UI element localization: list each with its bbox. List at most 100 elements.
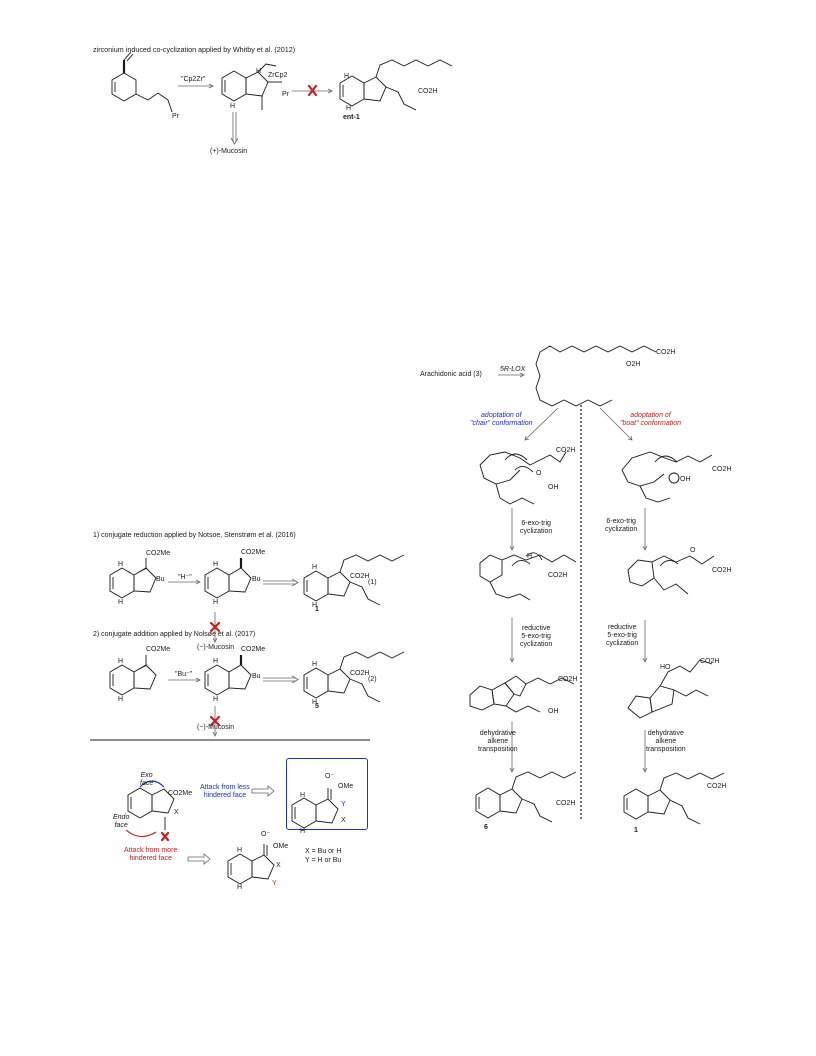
lower-enolate <box>227 844 275 885</box>
notsoe2-arrow-1 <box>168 677 201 683</box>
notsoe1-bu2: Bu <box>252 576 261 583</box>
notsoe2-arrow-2 <box>263 675 299 684</box>
notsoe1-bu1: Bu <box>156 576 165 583</box>
bio-acid: CO2H <box>656 349 676 356</box>
bio-oh3: OH <box>680 476 691 483</box>
whitby-pr2: Pr <box>172 113 179 120</box>
left-acid-3: CO2H <box>558 676 578 683</box>
right-product-1 <box>623 772 725 825</box>
right-acid-2: CO2H <box>712 567 732 574</box>
hydroperoxide-chain <box>535 345 657 407</box>
left-cyclized <box>479 552 577 601</box>
notsoe1-ester2: CO2Me <box>241 549 266 556</box>
left-arrow-1 <box>509 508 515 551</box>
right-cyclized <box>627 555 715 595</box>
notsoe2-product: CO2H <box>350 670 370 677</box>
bio-ooh: O2H <box>626 361 641 368</box>
whitby-blocked-arrow <box>292 84 333 97</box>
whitby-h-ent: H <box>344 73 350 80</box>
right-step3: dehydrative alkene transposition <box>646 730 686 753</box>
notsoe2-title: 2) conjugate addition applied by Nolsøe … <box>93 631 256 638</box>
lower-o: O⁻ <box>261 831 271 838</box>
bio-h: H <box>527 553 533 560</box>
notsoe2-bu: Bu <box>252 673 261 680</box>
open-arrow-bottom <box>187 853 211 865</box>
face-legend-2: Y = H or Bu <box>305 857 342 864</box>
notsoe1-product <box>303 554 405 606</box>
notsoe1-arrow-1 <box>168 579 201 585</box>
left-acid-2: CO2H <box>548 572 568 579</box>
notsoe1-mucosin: (−)-Mucosin <box>197 644 235 651</box>
bio-enzyme: 5R-LOX <box>500 366 526 373</box>
bio-chair: adoptation of "chair" conformation <box>470 412 533 427</box>
right-tricycle <box>627 659 713 719</box>
right-step1: 6-exo-trig cyclization <box>605 518 638 533</box>
notsoe1-h5: H <box>312 564 318 571</box>
exo-face: Exo face <box>140 772 154 787</box>
bio-o: O <box>536 470 542 477</box>
face-x: X <box>174 809 179 816</box>
box-o: O⁻ <box>325 773 335 780</box>
notsoe1-hydride: "H⁻" <box>178 574 192 581</box>
right-acid-4: CO2H <box>707 783 727 790</box>
whitby-h-bot: H <box>230 103 236 110</box>
notsoe1-h4: H <box>213 599 219 606</box>
split-arrows <box>524 407 633 441</box>
notsoe2-num: 5 <box>315 703 319 710</box>
notsoe1-product: CO2H <box>350 573 370 580</box>
notsoe1-title: 1) conjugate reduction applied by Notsoe… <box>93 532 296 539</box>
left-arrow-3 <box>509 722 515 773</box>
notsoe1-h3: H <box>213 561 219 568</box>
notsoe2-start <box>109 655 157 696</box>
notsoe2-h2: H <box>118 696 124 703</box>
notsoe1-num: 1 <box>315 606 319 613</box>
box-ome: OMe <box>338 783 354 790</box>
bio-start: Arachidonic acid (3) <box>420 371 482 378</box>
open-arrow-top <box>251 785 275 797</box>
chair-intermediate <box>479 451 567 505</box>
face-ester: CO2Me <box>168 790 193 797</box>
whitby-product: CO2H <box>418 88 438 95</box>
left-step3: dehydrative alkene transposition <box>478 730 518 753</box>
notsoe2-h4: H <box>213 696 219 703</box>
left-arrow-2 <box>509 618 515 663</box>
left-acid-4: CO2H <box>556 800 576 807</box>
attack-more: Attack from more hindered face <box>124 847 178 862</box>
whitby-pr1: Pr <box>282 91 289 98</box>
boxed-enolate <box>291 788 339 829</box>
notsoe2-h5: H <box>312 661 318 668</box>
right-step2: reductive 5-exo-trig cyclization <box>606 624 639 647</box>
endo-face: Endo face <box>113 814 130 829</box>
whitby-ent1 <box>339 59 453 111</box>
box-x: X <box>341 817 346 824</box>
right-acid-1: CO2H <box>712 466 732 473</box>
left-step2: reductive 5-exo-trig cyclization <box>520 625 553 648</box>
notsoe2-product <box>303 651 405 703</box>
notsoe2-mid <box>204 655 252 696</box>
whitby-arrow-1 <box>178 83 214 89</box>
whitby-title: zirconium induced co-cyclization applied… <box>93 45 296 54</box>
notsoe2-ester1: CO2Me <box>146 646 171 653</box>
bio-ho: HO <box>660 664 671 671</box>
notsoe1-mid <box>204 558 252 599</box>
notsoe2-mucosin: (−)-Mucosin <box>197 724 235 731</box>
lower-h2: H <box>237 884 243 891</box>
whitby-zirconacycle <box>221 63 282 110</box>
lower-y: Y <box>272 880 277 887</box>
notsoe1-h6: H <box>312 602 318 609</box>
notsoe2-h1: H <box>118 658 124 665</box>
notsoe2-down-arrow <box>209 706 221 737</box>
notsoe1-arrow-2 <box>263 578 299 587</box>
right-arrow-3 <box>642 730 648 773</box>
left-step1: 6-exo-trig cyclization <box>520 520 553 535</box>
right-acid-3: CO2H <box>700 658 720 665</box>
notsoe1-h2: H <box>118 599 124 606</box>
right-arrow-1 <box>642 508 648 551</box>
whitby-mucosin: (+)-Mucosin <box>210 148 248 155</box>
notsoe1-ester1: CO2Me <box>146 550 171 557</box>
notsoe1-eq: (1) <box>368 579 377 586</box>
bio-prod-right: 1 <box>634 827 638 834</box>
face-diene <box>125 780 175 842</box>
left-tricycle <box>469 675 575 713</box>
